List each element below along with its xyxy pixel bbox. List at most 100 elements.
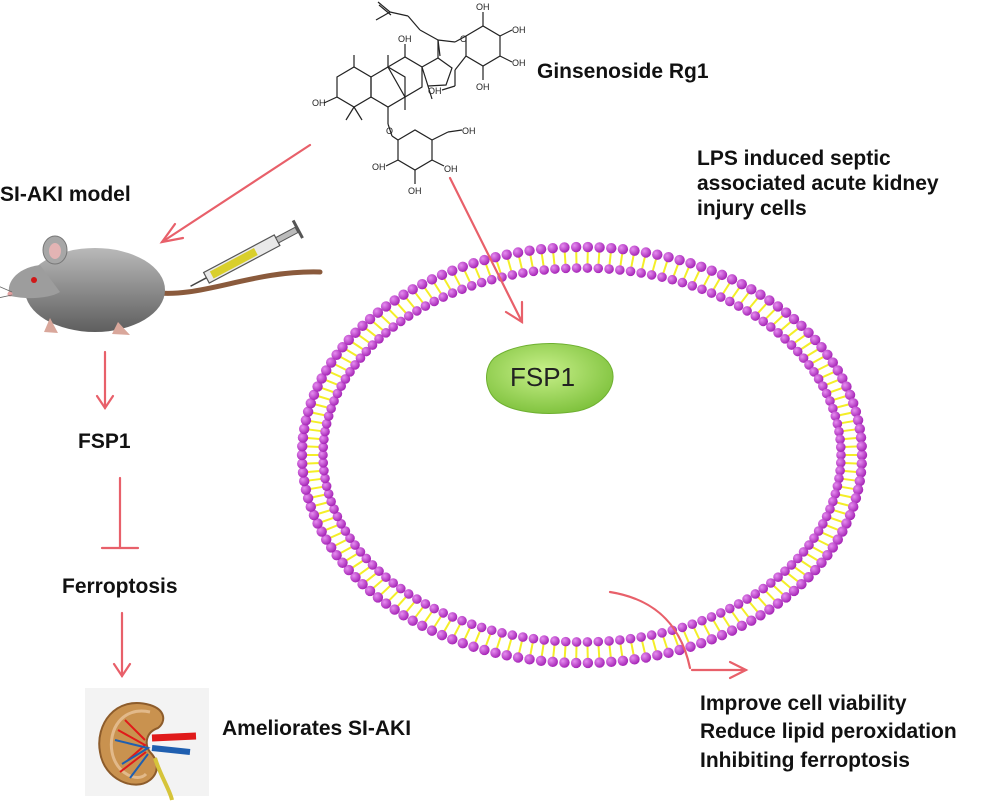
lipid-head — [678, 278, 688, 288]
lipid-head — [404, 311, 414, 321]
lipid-head — [615, 635, 625, 645]
lipid-head — [716, 608, 726, 618]
lipid-head — [758, 584, 768, 594]
effect-item: Inhibiting ferroptosis — [700, 747, 957, 775]
lipid-head — [764, 604, 774, 614]
lipid-head — [717, 270, 727, 280]
lipid-head — [571, 658, 581, 668]
lipid-head — [604, 264, 614, 274]
lipid-bilayer-cell-icon — [297, 242, 867, 668]
lipid-head — [583, 242, 593, 252]
lipid-head — [697, 616, 707, 626]
lipid-head — [781, 592, 791, 602]
lipid-head — [490, 648, 500, 658]
effects-list: Improve cell viability Reduce lipid pero… — [700, 690, 957, 775]
lipid-head — [857, 441, 867, 451]
fsp1-cell-label: FSP1 — [510, 362, 575, 393]
lipid-head — [583, 637, 593, 647]
atom-label-oh: OH — [312, 98, 326, 108]
mouse-with-syringe-icon — [0, 220, 320, 335]
lipid-head — [593, 637, 603, 647]
lipid-head — [561, 264, 571, 274]
lipid-head — [773, 301, 783, 311]
lipid-head — [636, 268, 646, 278]
lipid-head — [618, 244, 628, 254]
lipid-head — [398, 290, 408, 300]
lipid-head — [629, 245, 639, 255]
lipid-head — [373, 307, 383, 317]
lipid-head — [725, 297, 735, 307]
lipid-head — [539, 265, 549, 275]
lipid-head — [593, 264, 603, 274]
lipid-head — [707, 288, 717, 298]
lipid-head — [734, 301, 744, 311]
lipid-head — [853, 415, 863, 425]
lipid-head — [524, 245, 534, 255]
lipid-head — [725, 604, 735, 614]
lipid-head — [657, 628, 667, 638]
molecule-atom-labels: OH OH O OH OH OH OH OH O OH OH OH OH — [312, 2, 526, 196]
lipid-head — [548, 657, 558, 667]
lipid-head — [429, 604, 439, 614]
atom-label-o: O — [386, 126, 393, 136]
atom-label-oh: OH — [476, 82, 490, 92]
lipid-head — [389, 295, 399, 305]
lipid-head — [626, 267, 636, 277]
compound-label: Ginsenoside Rg1 — [537, 60, 709, 85]
lipid-head — [678, 623, 688, 633]
lipid-head — [458, 262, 468, 272]
atom-label-oh: OH — [372, 162, 386, 172]
lipid-head — [529, 267, 539, 277]
lipid-head — [636, 632, 646, 642]
arrow-compound-to-model — [162, 145, 310, 242]
cell-model-line1: LPS induced septic — [697, 147, 939, 172]
lipid-head — [606, 243, 616, 253]
outcome-label: Ameliorates SI-AKI — [222, 717, 411, 742]
effect-item: Reduce lipid peroxidation — [700, 718, 957, 746]
lipid-head — [447, 634, 457, 644]
lipid-head — [438, 608, 448, 618]
lipid-head — [457, 616, 467, 626]
lipid-head — [448, 288, 458, 298]
lipid-head — [618, 656, 628, 666]
arrow-compound-to-cell — [450, 178, 522, 322]
lipid-head — [696, 262, 706, 272]
lipid-head — [389, 604, 399, 614]
lipid-head — [437, 270, 447, 280]
lipid-head — [572, 263, 582, 273]
lipid-head — [583, 263, 593, 273]
lipid-head — [457, 284, 467, 294]
lipid-head — [398, 610, 408, 620]
lipid-head — [508, 630, 518, 640]
lipid-head — [497, 628, 507, 638]
lipid-head — [773, 598, 783, 608]
lipid-head — [421, 599, 431, 609]
lipid-head — [561, 637, 571, 647]
lipid-head — [508, 270, 518, 280]
lipid-head — [663, 648, 673, 658]
lipid-head — [855, 476, 865, 486]
lipid-head — [652, 249, 662, 259]
lipid-head — [727, 625, 737, 635]
lipid-head — [427, 274, 437, 284]
lipid-head — [477, 278, 487, 288]
lipid-head — [487, 275, 497, 285]
lipid-head — [707, 612, 717, 622]
atom-label-o: O — [460, 34, 467, 44]
lipid-head — [742, 594, 752, 604]
lipid-head — [583, 658, 593, 668]
lipid-head — [594, 657, 604, 667]
lipid-head — [299, 424, 309, 434]
lipid-head — [652, 650, 662, 660]
atom-label-oh: OH — [462, 126, 476, 136]
lipid-head — [687, 619, 697, 629]
lipid-head — [707, 265, 717, 275]
lipid-head — [606, 657, 616, 667]
fsp1-left-label: FSP1 — [78, 430, 131, 455]
lipid-head — [396, 317, 406, 327]
atom-label-oh: OH — [398, 34, 412, 44]
lipid-head — [751, 311, 761, 321]
lipid-head — [477, 623, 487, 633]
lipid-head — [412, 306, 422, 316]
lipid-head — [448, 612, 458, 622]
